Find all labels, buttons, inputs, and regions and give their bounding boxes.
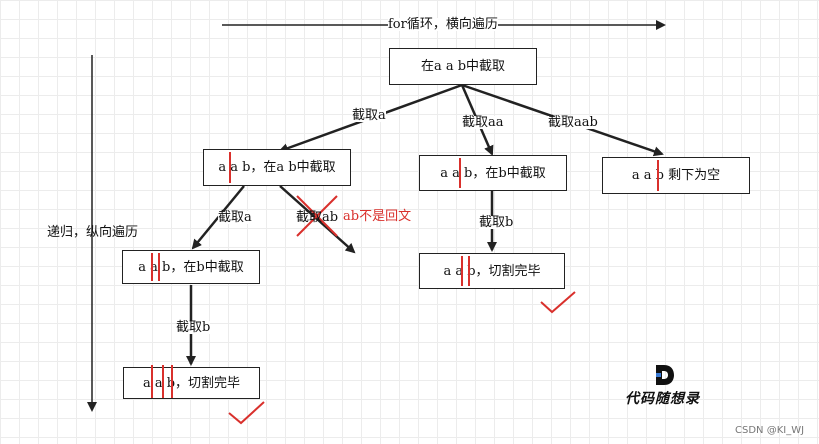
brand-name: 代码随想录	[625, 391, 700, 407]
edge-label-aa-b: 截取b	[479, 215, 514, 230]
cut-marker	[171, 365, 173, 398]
edge-label-root-a: 截取a	[352, 108, 386, 123]
node-cut-aab: a a b 剩下为空	[602, 157, 750, 194]
cut-marker	[657, 160, 659, 191]
node-cut-aa: a a b，在b中截取	[419, 155, 567, 191]
check-mark-left	[228, 401, 265, 425]
cut-marker	[151, 253, 153, 281]
cut-marker	[468, 256, 470, 286]
edge-label-a-a: 截取a	[218, 210, 252, 225]
cut-marker	[158, 253, 160, 281]
node-cut-aa-b: a a b，切割完毕	[419, 253, 565, 289]
edge-label-a-ab: 截取ab	[296, 210, 339, 225]
node-cut-a-a-b: a a b，切割完毕	[123, 367, 260, 399]
edge-label-root-aa: 截取aa	[462, 115, 504, 130]
cut-marker	[229, 152, 231, 183]
edge-label-root-aab: 截取aab	[548, 115, 598, 130]
node-cut-a-a: a a b，在b中截取	[122, 250, 260, 284]
cut-marker	[459, 158, 461, 188]
cut-marker	[151, 365, 153, 398]
cut-marker	[461, 256, 463, 286]
cut-marker	[162, 365, 164, 398]
brand-logo-icon	[656, 365, 674, 385]
node-root: 在a a b中截取	[389, 48, 537, 85]
edge-a-ab	[279, 185, 356, 254]
watermark: CSDN @KI_WJ	[735, 425, 805, 436]
top-axis-label: for循环，横向遍历	[388, 17, 498, 32]
left-axis-label: 递归，纵向遍历	[47, 225, 139, 240]
edge-label-a-a-b: 截取b	[176, 320, 211, 335]
node-cut-a: a a b，在a b中截取	[203, 149, 351, 186]
check-mark-right	[540, 291, 576, 314]
note-ab-not-palindrome: ab不是回文	[343, 209, 412, 224]
